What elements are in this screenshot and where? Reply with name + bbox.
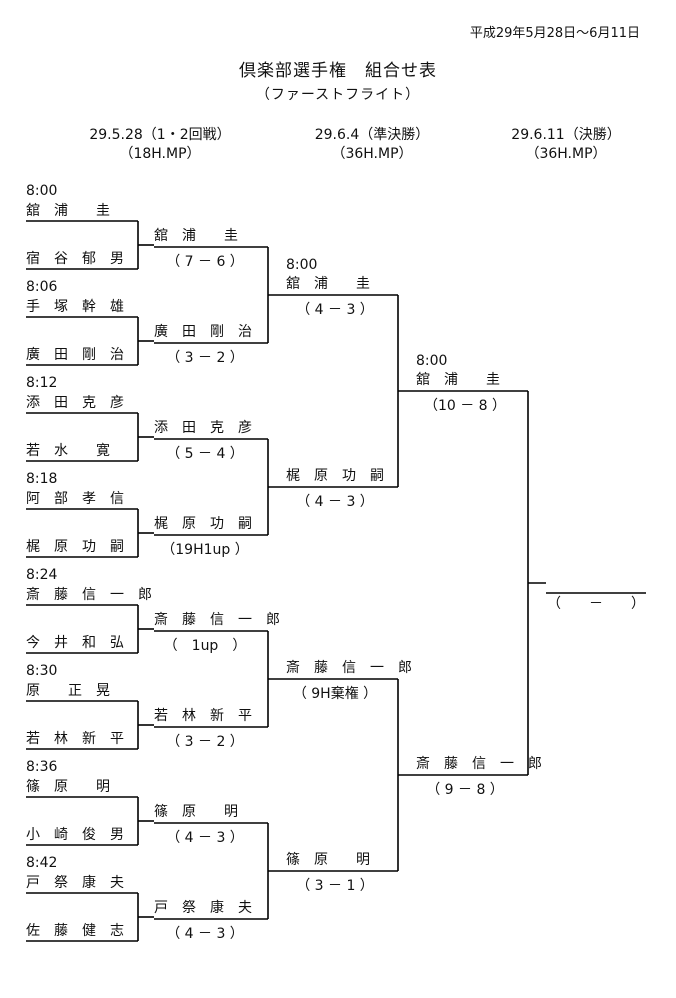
- semi-score: （ 9H棄権 ）: [292, 686, 378, 702]
- player-name: 小 崎 俊 男: [26, 827, 124, 843]
- player-name: 廣 田 剛 治: [26, 347, 124, 363]
- semi-score: （ 3 － 1 ）: [296, 878, 374, 894]
- semi-winner: 梶 原 功 嗣: [286, 468, 384, 484]
- semi-winner: 斎 藤 信 一 郎: [286, 660, 412, 676]
- player-name: 篠 原 明: [26, 779, 110, 795]
- semi-winner: 舘 浦 圭: [286, 276, 370, 292]
- round2-winner: 斎 藤 信 一 郎: [154, 612, 280, 628]
- player-name: 戸 祭 康 夫: [26, 875, 124, 891]
- final-score: （10 － 8 ）: [423, 398, 507, 414]
- semi-time: 8:00: [286, 257, 318, 273]
- round2-score: （ 5 － 4 ）: [166, 446, 244, 462]
- round2-score: （ 4 － 3 ）: [166, 830, 244, 846]
- final-time: 8:00: [416, 353, 448, 369]
- round-2-format: （36H.MP）: [331, 146, 413, 162]
- page-title: 倶楽部選手権 組合せ表: [239, 61, 437, 81]
- player-name: 舘 浦 圭: [26, 203, 110, 219]
- match-time: 8:30: [26, 663, 58, 679]
- semi-score: （ 4 － 3 ）: [296, 302, 374, 318]
- champion-score: （ － ）: [547, 596, 645, 612]
- final-winner: 舘 浦 圭: [416, 372, 500, 388]
- match-time: 8:12: [26, 375, 58, 391]
- round2-score: （ 7 － 6 ）: [166, 254, 244, 270]
- player-name: 宿 谷 郁 男: [26, 251, 124, 267]
- match-time: 8:00: [26, 183, 58, 199]
- round-1-date: 29.5.28（1・2回戦）: [89, 127, 231, 143]
- round2-winner: 廣 田 剛 治: [154, 324, 252, 340]
- player-name: 原 正 晃: [26, 683, 110, 699]
- date-range: 平成29年5月28日～6月11日: [469, 26, 640, 41]
- match-time: 8:36: [26, 759, 58, 775]
- match-time: 8:24: [26, 567, 58, 583]
- round2-score: （ 1up ）: [163, 638, 247, 654]
- round2-winner: 添 田 克 彦: [154, 420, 252, 436]
- flight-subtitle: （ファーストフライト）: [255, 87, 421, 103]
- player-name: 若 水 寛: [26, 443, 110, 459]
- round-1-header: 29.5.28（1・2回戦） （18H.MP）: [80, 126, 240, 164]
- semi-winner: 篠 原 明: [286, 852, 370, 868]
- round2-winner: 篠 原 明: [154, 804, 238, 820]
- round-3-date: 29.6.11（決勝）: [511, 127, 621, 143]
- player-name: 阿 部 孝 信: [26, 491, 124, 507]
- round-2-header: 29.6.4（準決勝） （36H.MP）: [292, 126, 452, 164]
- round2-winner: 若 林 新 平: [154, 708, 252, 724]
- player-name: 佐 藤 健 志: [26, 923, 124, 939]
- player-name: 添 田 克 彦: [26, 395, 124, 411]
- final-score: （ 9 － 8 ）: [426, 782, 504, 798]
- round2-score: （ 3 － 2 ）: [166, 350, 244, 366]
- round-3-format: （36H.MP）: [525, 146, 607, 162]
- round2-score: （19H1up ）: [161, 542, 249, 558]
- player-name: 梶 原 功 嗣: [26, 539, 124, 555]
- match-time: 8:42: [26, 855, 58, 871]
- round2-score: （ 4 － 3 ）: [166, 926, 244, 942]
- round2-winner: 梶 原 功 嗣: [154, 516, 252, 532]
- round2-winner: 戸 祭 康 夫: [154, 900, 252, 916]
- round2-score: （ 3 － 2 ）: [166, 734, 244, 750]
- player-name: 若 林 新 平: [26, 731, 124, 747]
- round-3-header: 29.6.11（決勝） （36H.MP）: [486, 126, 646, 164]
- final-winner: 斎 藤 信 一 郎: [416, 756, 542, 772]
- match-time: 8:18: [26, 471, 58, 487]
- player-name: 斎 藤 信 一 郎: [26, 587, 152, 603]
- round-1-format: （18H.MP）: [119, 146, 201, 162]
- round-2-date: 29.6.4（準決勝）: [314, 127, 430, 143]
- match-time: 8:06: [26, 279, 58, 295]
- player-name: 手 塚 幹 雄: [26, 299, 124, 315]
- round2-winner: 舘 浦 圭: [154, 228, 238, 244]
- semi-score: （ 4 － 3 ）: [296, 494, 374, 510]
- player-name: 今 井 和 弘: [26, 635, 124, 651]
